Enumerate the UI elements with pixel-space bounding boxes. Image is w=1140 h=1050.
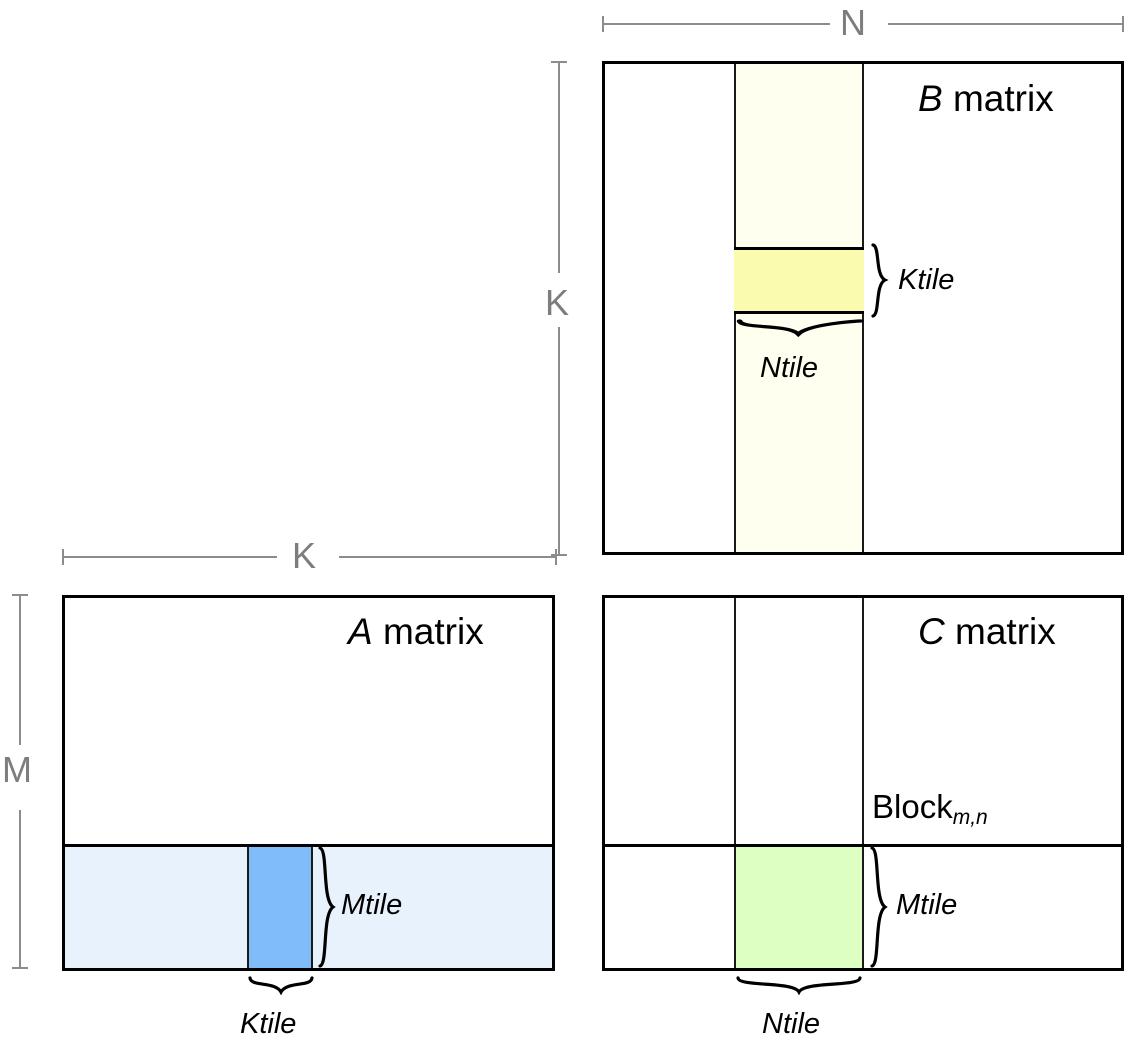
a-mtile-divider — [62, 844, 555, 847]
dimension-n-cap-right — [1122, 16, 1124, 32]
a-matrix-caption-word: matrix — [372, 611, 484, 652]
dimension-k-b-segment-bottom — [558, 327, 560, 556]
c-mtile-label: Mtile — [896, 889, 958, 921]
a-matrix-caption: A matrix — [348, 613, 484, 650]
c-block-label-text: Block — [872, 788, 953, 825]
dimension-m-segment-top — [19, 594, 21, 745]
dimension-m-cap-bottom — [12, 967, 28, 969]
b-ktile-block — [734, 247, 864, 314]
dimension-k-a-segment-left — [62, 556, 277, 558]
b-ktile-brace-icon — [869, 243, 895, 319]
a-matrix-caption-symbol: A — [348, 611, 373, 652]
dimension-n-label: N — [840, 2, 866, 43]
c-mtile-divider — [602, 844, 1124, 847]
dimension-k-b-label: K — [545, 282, 570, 323]
c-divider-right — [862, 598, 864, 968]
a-ktile-block — [247, 847, 313, 968]
dimension-n-segment-left — [602, 23, 830, 25]
c-block-label-subscript: m,n — [952, 805, 988, 829]
b-ntile-label: Ntile — [760, 352, 819, 384]
dimension-k-a-segment-right — [339, 556, 557, 558]
dimension-k-a-cap-right — [555, 549, 557, 565]
c-mtile-brace-icon — [868, 846, 894, 970]
dimension-m-label: M — [2, 749, 32, 790]
dimension-k-b-segment-top — [558, 61, 560, 273]
c-ntile-brace-icon — [736, 975, 862, 1001]
c-block-tile — [736, 847, 862, 968]
a-mtile-brace-icon — [316, 846, 342, 970]
c-block-label: Blockm,n — [872, 790, 988, 828]
dimension-k-a-label: K — [292, 535, 317, 576]
dimension-k-b-cap-bottom — [551, 554, 567, 556]
a-ktile-label: Ktile — [240, 1008, 297, 1040]
b-matrix-caption: B matrix — [918, 80, 1054, 117]
b-ktile-label: Ktile — [898, 264, 955, 296]
a-ktile-brace-icon — [248, 975, 314, 1001]
c-matrix-caption: C matrix — [918, 613, 1056, 650]
dimension-m-segment-bottom — [19, 810, 21, 969]
c-matrix-caption-symbol: C — [918, 611, 945, 652]
c-matrix-caption-word: matrix — [944, 611, 1056, 652]
c-divider-left — [734, 598, 736, 968]
a-mtile-label: Mtile — [341, 889, 403, 921]
dimension-n-segment-right — [888, 23, 1124, 25]
b-matrix-caption-symbol: B — [918, 78, 943, 119]
b-ntile-brace-icon — [736, 318, 864, 344]
b-matrix-caption-word: matrix — [942, 78, 1054, 119]
c-ntile-label: Ntile — [762, 1008, 821, 1040]
